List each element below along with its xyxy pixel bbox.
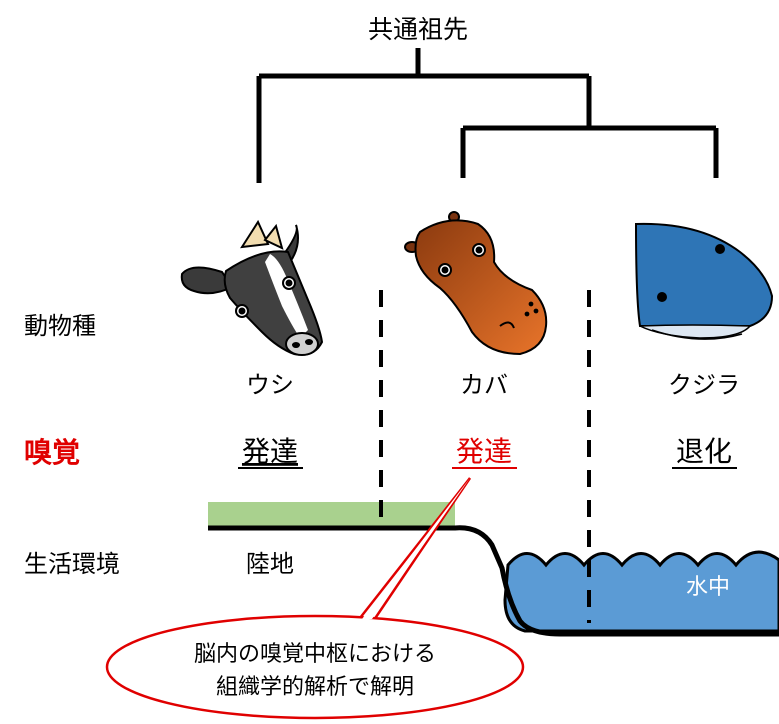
smell-row-label: 嗅覚 xyxy=(24,436,80,469)
animal-name-whale: クジラ xyxy=(668,371,740,399)
animal-name-hippo: カバ xyxy=(460,371,508,399)
callout-bubble: 脳内の嗅覚中枢における 組織学的解析で解明 xyxy=(105,477,525,720)
whale-icon xyxy=(634,222,774,340)
cow-icon xyxy=(180,219,324,356)
species-row-label: 動物種 xyxy=(24,312,96,340)
hippo-icon xyxy=(404,211,548,356)
land-strip xyxy=(208,502,455,528)
habitat-land-label: 陸地 xyxy=(246,550,294,578)
water-waves xyxy=(503,550,779,633)
common-ancestor-label: 共通祖先 xyxy=(368,15,468,44)
smell-status-hippo: 発達 xyxy=(456,435,512,468)
ground-line xyxy=(208,525,779,637)
habitat-row-label: 生活環境 xyxy=(24,550,120,578)
habitat-water-label: 水中 xyxy=(686,575,730,600)
smell-status-cow: 発達 xyxy=(242,435,298,468)
callout-line-2: 組織学的解析で解明 xyxy=(216,675,414,700)
callout-line-1: 脳内の嗅覚中枢における xyxy=(194,642,436,667)
water-area xyxy=(503,550,779,633)
phylogenetic-tree xyxy=(256,48,719,183)
animal-name-cow: ウシ xyxy=(246,371,294,399)
smell-status-whale: 退化 xyxy=(676,435,732,468)
